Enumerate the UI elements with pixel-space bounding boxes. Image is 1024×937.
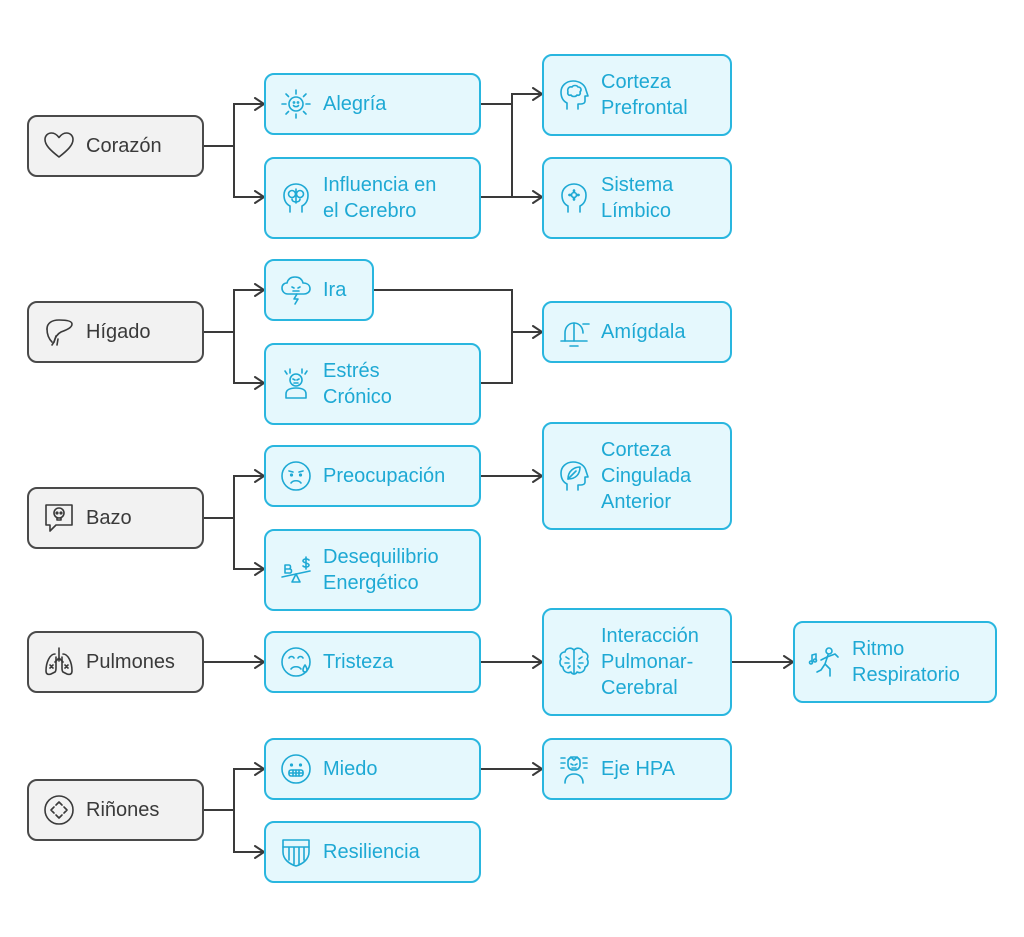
node-higado[interactable]: Hígado: [27, 301, 204, 363]
sun-smile-icon: [278, 86, 314, 122]
alarm-bell-icon: [556, 314, 592, 350]
node-eje-hpa[interactable]: Eje HPA: [542, 738, 732, 800]
node-influencia-label: Influencia en el Cerebro: [323, 174, 437, 222]
head-brain-icon: [556, 77, 592, 113]
node-alegria[interactable]: Alegría: [264, 73, 481, 135]
connector-corazon-influencia: [233, 146, 265, 204]
dancing-person-icon: [807, 644, 843, 680]
node-ira-label: Ira: [323, 279, 347, 301]
connector-ira-amigdala: [374, 289, 543, 339]
node-corteza-cingulada-label: Corteza Cingulada Anterior: [601, 439, 692, 513]
shield-icon: [278, 834, 314, 870]
node-corazon[interactable]: Corazón: [27, 115, 204, 177]
node-pulmones[interactable]: Pulmones: [27, 631, 204, 693]
connector-rinones-resiliencia: [233, 810, 265, 859]
node-resiliencia-label: Resiliencia: [323, 841, 420, 863]
node-resiliencia[interactable]: Resiliencia: [264, 821, 481, 883]
node-bazo-label: Bazo: [86, 507, 132, 529]
liver-icon: [41, 314, 77, 350]
node-rinones-label: Riñones: [86, 799, 160, 821]
node-tristeza-label: Tristeza: [323, 651, 394, 673]
connector-estres-amigdala: [481, 332, 513, 384]
node-eje-hpa-label: Eje HPA: [601, 758, 676, 780]
node-ira[interactable]: Ira: [264, 259, 374, 321]
worried-face-icon: [278, 458, 314, 494]
node-corazon-label: Corazón: [86, 135, 162, 157]
brain-icon: [556, 644, 592, 680]
node-sistema-limbico[interactable]: Sistema Límbico: [542, 157, 732, 239]
connector-higado-ira: [204, 283, 265, 333]
node-ritmo[interactable]: Ritmo Respiratorio: [793, 621, 997, 703]
connector-alegria-corteza-prefrontal: [481, 87, 543, 105]
connector-bazo-desequilibrio: [233, 518, 265, 576]
connector-corazon-alegria: [204, 97, 265, 147]
node-ritmo-label: Ritmo Respiratorio: [852, 638, 960, 686]
head-leaf-icon: [556, 458, 592, 494]
node-bazo[interactable]: Bazo: [27, 487, 204, 549]
storm-cloud-icon: [278, 272, 314, 308]
crying-face-icon: [278, 644, 314, 680]
connector-rinones-miedo: [204, 762, 265, 811]
seesaw-balance-icon: [278, 552, 314, 588]
node-preocupacion[interactable]: Preocupación: [264, 445, 481, 507]
node-estres-label: Estrés Crónico: [323, 360, 392, 408]
head-flower-icon: [556, 180, 592, 216]
node-pulmones-label: Pulmones: [86, 651, 175, 673]
node-miedo-label: Miedo: [323, 758, 378, 780]
node-amigdala-label: Amígdala: [601, 321, 686, 343]
circle-arrows-icon: [41, 792, 77, 828]
node-corteza-cingulada[interactable]: Corteza Cingulada Anterior: [542, 422, 732, 530]
stressed-person-icon: [278, 366, 314, 402]
node-rinones[interactable]: Riñones: [27, 779, 204, 841]
node-corteza-prefrontal-label: Corteza Prefrontal: [601, 71, 688, 119]
node-influencia[interactable]: Influencia en el Cerebro: [264, 157, 481, 239]
connector-bazo-preocupacion: [204, 469, 265, 519]
node-interaccion-label: Interacción Pulmonar- Cerebral: [601, 625, 699, 699]
node-desequilibrio[interactable]: Desequilibrio Energético: [264, 529, 481, 611]
node-interaccion[interactable]: Interacción Pulmonar- Cerebral: [542, 608, 732, 716]
lungs-icon: [41, 644, 77, 680]
head-brain-icon: [278, 180, 314, 216]
node-estres[interactable]: Estrés Crónico: [264, 343, 481, 425]
node-preocupacion-label: Preocupación: [323, 465, 446, 487]
node-miedo[interactable]: Miedo: [264, 738, 481, 800]
node-higado-label: Hígado: [86, 321, 151, 343]
heart-icon: [41, 128, 77, 164]
node-corteza-prefrontal[interactable]: Corteza Prefrontal: [542, 54, 732, 136]
node-tristeza[interactable]: Tristeza: [264, 631, 481, 693]
node-alegria-label: Alegría: [323, 93, 387, 115]
speech-bubble-skull-icon: [41, 500, 77, 536]
stressed-head-icon: [556, 751, 592, 787]
node-amigdala[interactable]: Amígdala: [542, 301, 732, 363]
fearful-face-icon: [278, 751, 314, 787]
node-desequilibrio-label: Desequilibrio Energético: [323, 546, 439, 594]
node-sistema-limbico-label: Sistema Límbico: [601, 174, 674, 222]
connector-higado-estres: [233, 332, 265, 390]
connector-alegria-sistema-limbico: [511, 104, 543, 204]
